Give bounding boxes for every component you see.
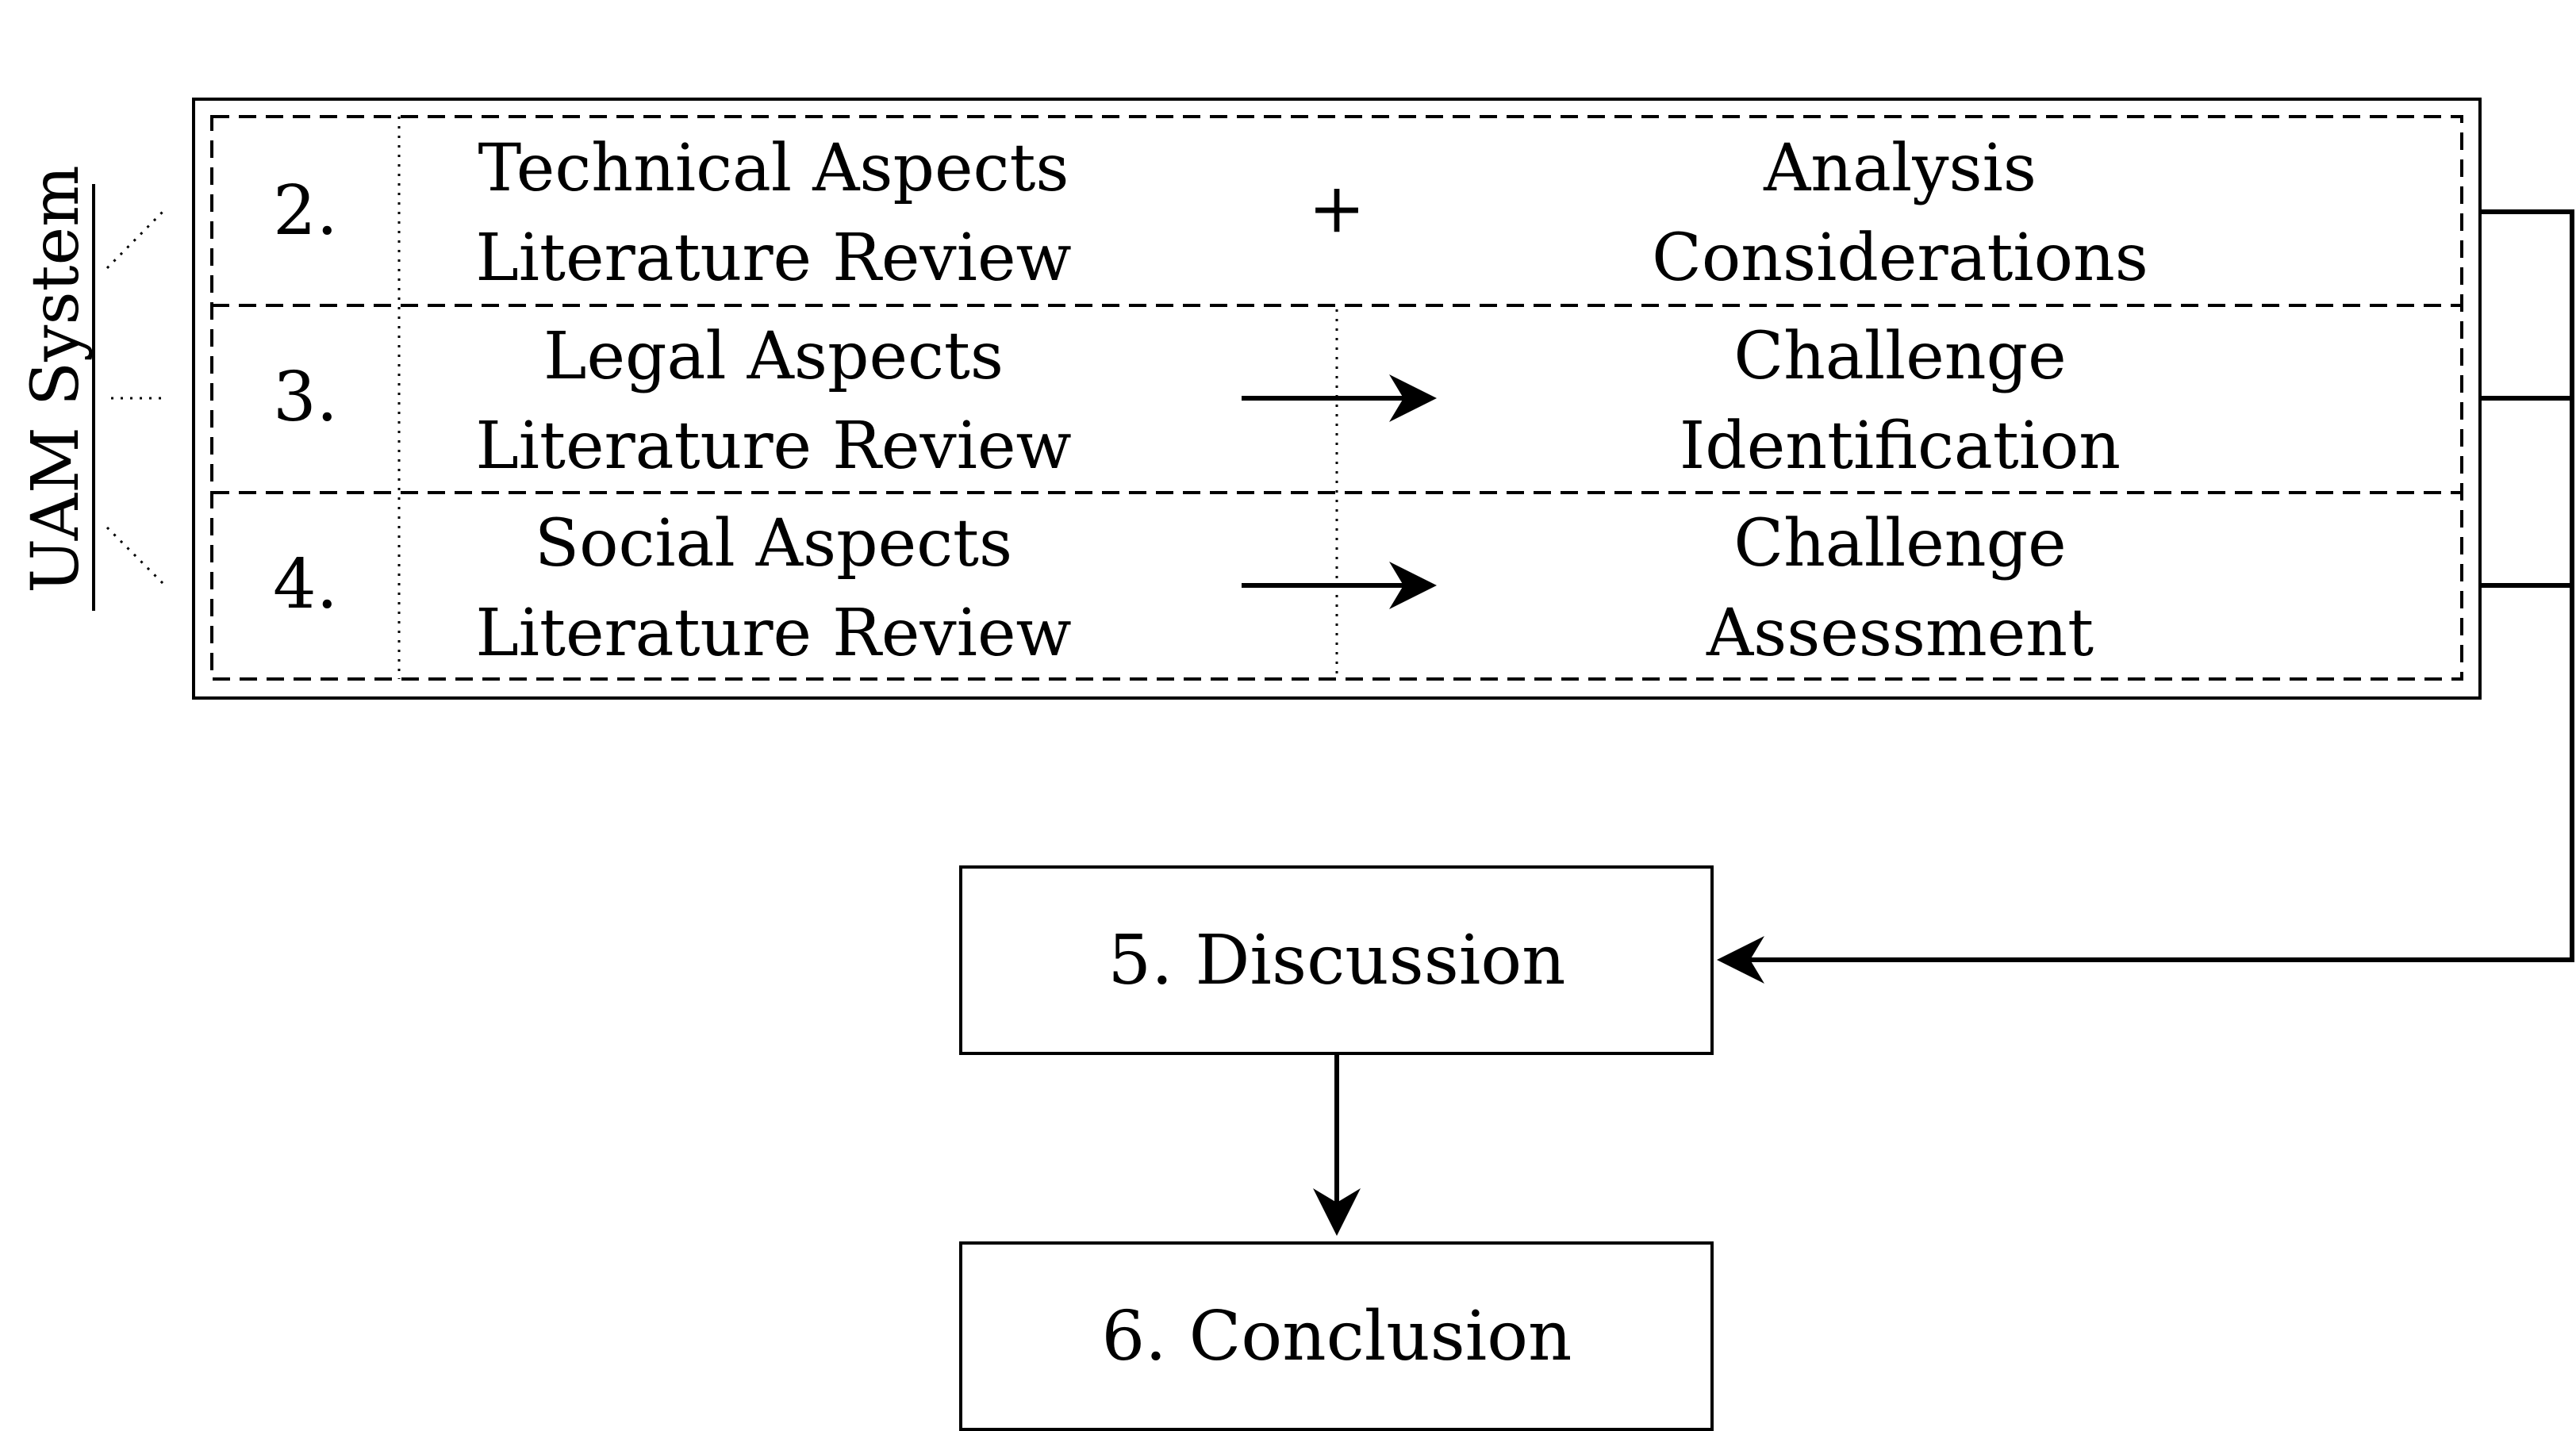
row-1-result-line-1: Analysis [1763,131,2037,206]
side-label-uam-system: UAM System [18,165,94,593]
conclusion-label: 6. Conclusion [1102,1297,1572,1376]
row-3-result-line-2: Assessment [1706,596,2094,671]
conclusion-title: Conclusion [1189,1297,1572,1376]
conclusion-number: 6. [1102,1297,1167,1376]
row-2-result-line-1: Challenge [1733,319,2066,394]
row-1-connector-plus: + [1308,169,1365,248]
row-1-result-line-2: Considerations [1652,221,2148,296]
discussion-title: Discussion [1195,921,1565,1000]
row-1-subtitle: Literature Review [475,221,1071,296]
row-3-title: Social Aspects [535,506,1012,581]
row-1-title: Technical Aspects [478,131,1069,206]
row-2-subtitle: Literature Review [475,409,1071,484]
discussion-label: 5. Discussion [1108,921,1565,1000]
row-2-result-line-2: Identification [1680,409,2121,484]
row-2-title: Legal Aspects [543,319,1004,394]
discussion-number: 5. [1108,921,1173,1000]
row-2-number: 3. [273,358,338,437]
fan-line-row-3 [106,526,168,589]
row-1-number: 2. [273,171,338,251]
row-3-number: 4. [273,545,338,624]
conclusion-box [959,1241,1714,1431]
fan-line-row-1 [106,206,168,270]
row-3-subtitle: Literature Review [475,596,1071,671]
row-3-result-line-1: Challenge [1733,506,2066,581]
inner-dashed-frame [210,115,2463,681]
